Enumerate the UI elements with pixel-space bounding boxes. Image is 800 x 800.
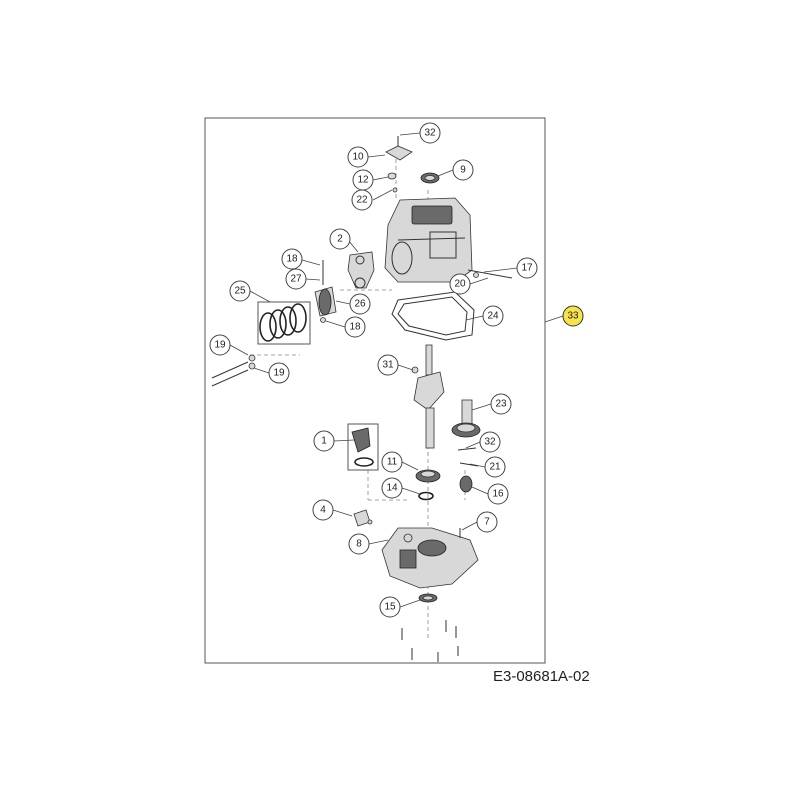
callout-label: 21 — [489, 462, 501, 473]
cover-bolts — [401, 620, 459, 662]
callout-18-upper: 18 — [281, 248, 303, 270]
callout-7: 7 — [476, 511, 498, 533]
callout-label: 18 — [286, 254, 298, 265]
callout-15: 15 — [379, 596, 401, 618]
callout-label: 22 — [356, 195, 368, 206]
camshaft-gear — [451, 399, 481, 438]
oil-seal-top — [420, 172, 440, 184]
callout-label: 23 — [495, 399, 507, 410]
callout-label: 18 — [349, 322, 361, 333]
governor-parts — [457, 447, 479, 493]
callout-label: 1 — [321, 436, 327, 447]
callout-16: 16 — [487, 483, 509, 505]
callout-label: 12 — [357, 175, 369, 186]
callout-label: 19 — [214, 340, 226, 351]
piston — [314, 260, 337, 323]
crankshaft — [411, 344, 445, 449]
diagram-code: E3-08681A-02 — [493, 668, 590, 685]
bracket-4 — [353, 509, 373, 527]
callout-1: 1 — [313, 430, 335, 452]
callout-label: 27 — [290, 274, 302, 285]
crankcase-cover — [381, 527, 479, 589]
callout-4: 4 — [312, 499, 334, 521]
callout-26: 26 — [349, 293, 371, 315]
callout-14: 14 — [381, 477, 403, 499]
callout-12: 12 — [352, 169, 374, 191]
callout-label: 2 — [337, 234, 343, 245]
callout-label: 17 — [521, 263, 533, 274]
callout-label: 4 — [320, 505, 326, 516]
callout-11: 11 — [381, 451, 403, 473]
valve-cover-plate — [385, 136, 413, 193]
seal-14 — [418, 491, 434, 501]
callout-32-top: 32 — [419, 122, 441, 144]
callout-label: 9 — [460, 165, 466, 176]
leader-lines — [229, 132, 564, 608]
callout-label: 33 — [567, 311, 579, 322]
callout-label: 14 — [386, 483, 398, 494]
bearing-11 — [415, 469, 441, 483]
drawing-frame — [204, 117, 546, 664]
oil-seal-15 — [418, 593, 438, 603]
callout-label: 11 — [387, 457, 398, 468]
callouts: 32 10 12 22 9 2 18 27 25 26 18 17 20 24 … — [209, 122, 584, 618]
callout-label: 31 — [382, 360, 394, 371]
callout-label: 16 — [492, 489, 504, 500]
callout-label: 20 — [454, 279, 466, 290]
breather-assembly — [347, 423, 379, 471]
callout-label: 10 — [352, 152, 364, 163]
head-gasket — [391, 291, 475, 341]
callout-33-highlighted[interactable]: 33 — [562, 305, 584, 327]
callout-label: 26 — [354, 299, 366, 310]
callout-9: 9 — [452, 159, 474, 181]
fuel-pipe — [467, 269, 513, 279]
callout-label: 19 — [273, 368, 285, 379]
callout-18-lower: 18 — [344, 316, 366, 338]
callout-25: 25 — [229, 280, 251, 302]
callout-label: 25 — [234, 286, 246, 297]
callout-2: 2 — [329, 228, 351, 250]
callout-24: 24 — [482, 305, 504, 327]
callout-8: 8 — [348, 533, 370, 555]
callout-label: 7 — [484, 517, 490, 528]
callout-23: 23 — [490, 393, 512, 415]
cylinder-block — [384, 197, 473, 283]
connecting-rod — [347, 251, 375, 289]
callout-label: 32 — [424, 128, 436, 139]
callout-label: 32 — [484, 437, 496, 448]
callout-22: 22 — [351, 189, 373, 211]
head-bolts — [211, 354, 256, 387]
callout-10: 10 — [347, 146, 369, 168]
callout-label: 15 — [384, 602, 396, 613]
callout-19-upper: 19 — [209, 334, 231, 356]
callout-label: 24 — [487, 311, 499, 322]
callout-17: 17 — [516, 257, 538, 279]
callout-31: 31 — [377, 354, 399, 376]
piston-rings — [257, 301, 311, 345]
callout-20: 20 — [449, 273, 471, 295]
callout-21: 21 — [484, 456, 506, 478]
callout-32-lower: 32 — [479, 431, 501, 453]
callout-19-lower: 19 — [268, 362, 290, 384]
callout-27: 27 — [285, 268, 307, 290]
callout-label: 8 — [356, 539, 362, 550]
